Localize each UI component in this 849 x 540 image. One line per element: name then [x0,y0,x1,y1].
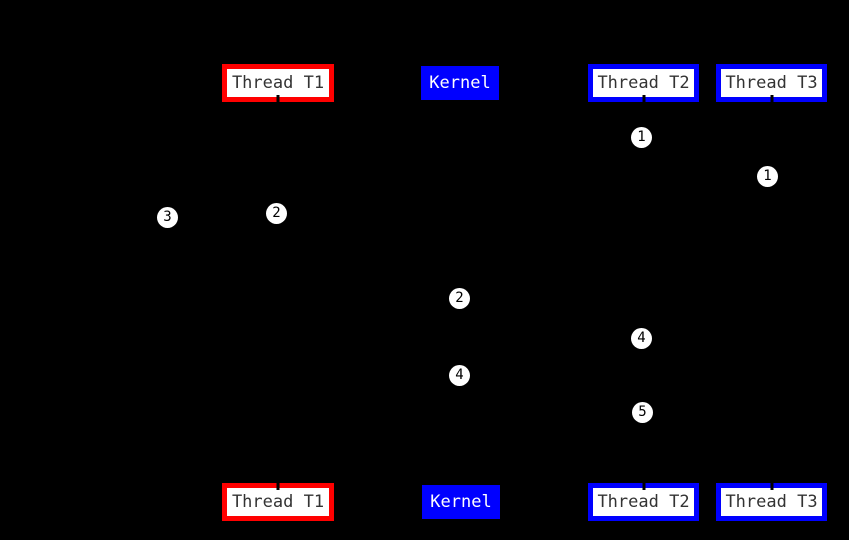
participant-label: Thread T1 [231,492,325,512]
badge-number: 2 [455,290,464,306]
participant-thread-t1-top: Thread T1 [222,64,334,104]
lifeline-stub [770,481,773,490]
badge-number: 3 [163,209,172,225]
badge-number: 1 [637,129,646,145]
participant-label: Kernel [429,73,491,93]
sequence-number-badge: 5 [632,402,653,423]
sequence-number-badge: 4 [449,365,470,386]
participant-label: Kernel [430,492,492,512]
participant-label: Thread T3 [725,73,818,93]
participant-label: Thread T2 [597,73,690,93]
participant-kernel-bottom: Kernel [422,485,500,519]
participant-thread-t2-top: Thread T2 [588,64,699,104]
sequence-number-badge: 1 [631,127,652,148]
badge-number: 2 [272,205,281,221]
participant-thread-t1-bottom: Thread T1 [222,481,334,521]
lifeline-stub [642,95,645,104]
participant-label: Thread T2 [597,492,690,512]
badge-number: 4 [637,330,646,346]
badge-number: 5 [638,404,647,420]
lifeline-stub [276,481,280,490]
lifeline-stub [642,481,645,490]
sequence-number-badge: 3 [157,207,178,228]
sequence-number-badge: 1 [757,166,778,187]
participant-thread-t2-bottom: Thread T2 [588,481,699,521]
sequence-number-badge: 2 [449,288,470,309]
participant-label: Thread T1 [231,73,325,93]
badge-number: 1 [763,168,772,184]
participant-label: Thread T3 [725,492,818,512]
badge-number: 4 [455,367,464,383]
participant-thread-t3-bottom: Thread T3 [716,481,827,521]
lifeline-stub [276,95,280,104]
sequence-number-badge: 4 [631,328,652,349]
lifeline-stub [770,95,773,104]
sequence-number-badge: 2 [266,203,287,224]
participant-kernel-top: Kernel [421,66,499,100]
participant-thread-t3-top: Thread T3 [716,64,827,104]
